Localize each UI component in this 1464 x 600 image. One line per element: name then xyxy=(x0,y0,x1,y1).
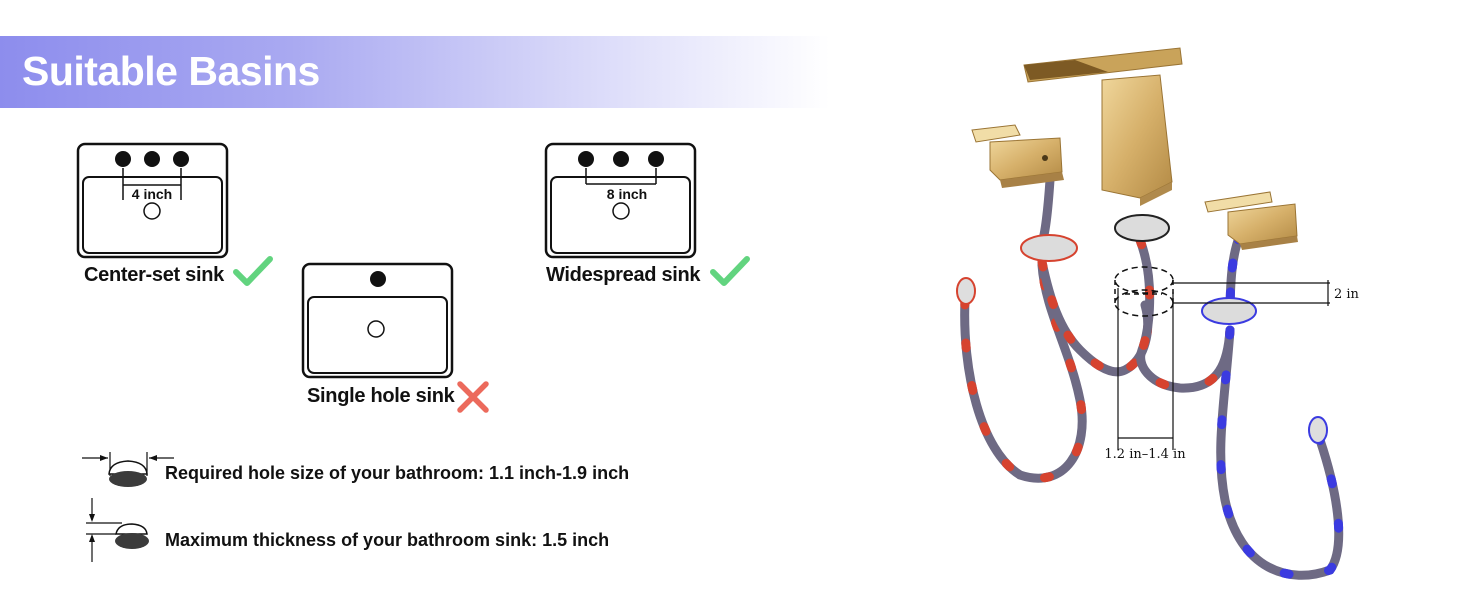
drain-hole xyxy=(367,320,385,338)
faucet-hole xyxy=(648,151,664,167)
single-hole-sink-diagram xyxy=(301,262,454,379)
check-icon xyxy=(710,256,750,286)
thickness-note: Maximum thickness of your bathroom sink:… xyxy=(165,530,610,550)
cold-water-hose xyxy=(1216,230,1344,580)
check-icon xyxy=(233,256,273,286)
single-hole-label: Single hole sink xyxy=(307,385,455,407)
center-set-sink-diagram: 4 inch xyxy=(76,142,229,259)
title-banner: Suitable Basins xyxy=(0,36,830,108)
faucet-spout xyxy=(1023,47,1183,206)
center-hose xyxy=(1135,235,1235,393)
faucet-hole xyxy=(370,271,386,287)
faucet-hole xyxy=(613,151,629,167)
drain-hole xyxy=(612,202,630,220)
center-set-spacing: 4 inch xyxy=(132,186,172,202)
center-set-label: Center-set sink xyxy=(84,264,224,286)
thickness-icon xyxy=(86,498,149,562)
faucet-hole xyxy=(144,151,160,167)
center-mount-nut xyxy=(1114,214,1170,242)
width-dimension: 1.2 in–1.4 in xyxy=(1104,447,1186,462)
faucet-hole xyxy=(578,151,594,167)
cold-hose-end xyxy=(1308,416,1328,444)
right-handle xyxy=(1204,191,1298,250)
cold-mount-nut xyxy=(1201,297,1257,325)
hot-hose-end xyxy=(956,277,976,305)
widespread-label: Widespread sink xyxy=(546,264,701,286)
hole-size-icon xyxy=(82,452,174,487)
hot-mount-nut xyxy=(1020,234,1078,262)
page-title: Suitable Basins xyxy=(22,48,320,94)
widespread-sink-diagram: 8 inch xyxy=(544,142,697,259)
drain-hole xyxy=(143,202,161,220)
cross-icon xyxy=(457,381,489,413)
widespread-spacing: 8 inch xyxy=(607,186,647,202)
height-dimension: 2 in xyxy=(1334,287,1360,302)
hole-size-note: Required hole size of your bathroom: 1.1… xyxy=(165,463,630,483)
faucet-hole xyxy=(115,151,131,167)
left-handle xyxy=(971,124,1064,188)
faucet-hole xyxy=(173,151,189,167)
faucet-illustration: 2 in 1.2 in–1.4 in xyxy=(956,47,1360,580)
